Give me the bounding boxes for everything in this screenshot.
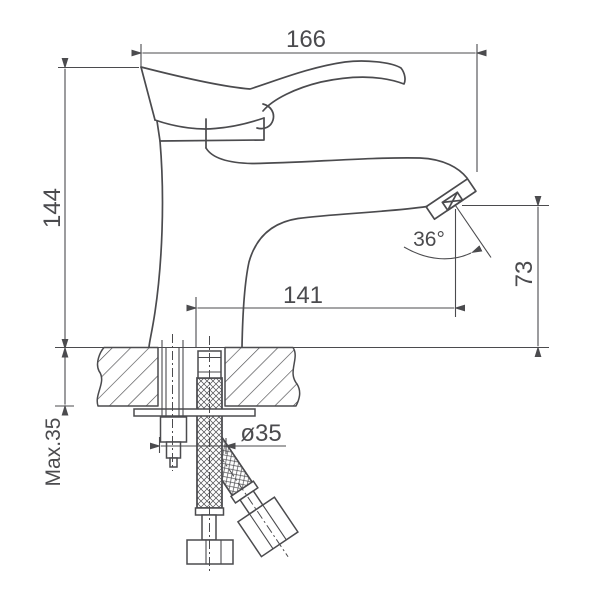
dim-166-label: 166	[286, 26, 326, 53]
dim-141-label: 141	[283, 282, 323, 309]
countertop-left-slab	[96, 346, 159, 407]
mounting-stud	[159, 340, 188, 468]
body-left-edge	[140, 66, 156, 121]
spout-top-edge	[205, 147, 468, 179]
body-bottom-edge	[154, 117, 265, 130]
dim-73-label: 73	[511, 261, 538, 288]
spout-underside-sweep	[241, 205, 428, 348]
stud-walls	[161, 340, 184, 417]
outlet-angle-ray	[455, 205, 492, 258]
hose-nut-facets	[205, 540, 222, 564]
mounting-flange	[133, 408, 256, 417]
countertop-right-slab	[224, 346, 301, 407]
hose-nut-facets	[249, 504, 287, 550]
dimension-labels: 166 144 Max.35 141 73 36° ø35	[39, 26, 538, 486]
angle-leader-arc	[403, 245, 483, 260]
dim-angle-label: 36°	[413, 228, 445, 251]
aerator-housing	[425, 177, 477, 221]
faucet-body	[140, 60, 477, 348]
dim-144-label: 144	[39, 188, 66, 228]
handle-lever-outline	[140, 60, 406, 112]
dimension-lines	[61, 49, 542, 450]
stud-tip	[169, 457, 178, 468]
aerator	[425, 177, 477, 221]
aerator-cross	[441, 191, 464, 212]
dim-max35-label: Max.35	[42, 418, 65, 487]
stud-nut	[159, 416, 188, 443]
cartridge-dome	[256, 103, 275, 130]
dim-hole-label: ø35	[240, 420, 281, 447]
hose-centerline	[209, 440, 289, 558]
stud-nut-lower	[165, 441, 182, 459]
aerator-insert	[441, 191, 464, 212]
column-left-edge	[148, 140, 164, 348]
countertop-section	[96, 346, 301, 407]
